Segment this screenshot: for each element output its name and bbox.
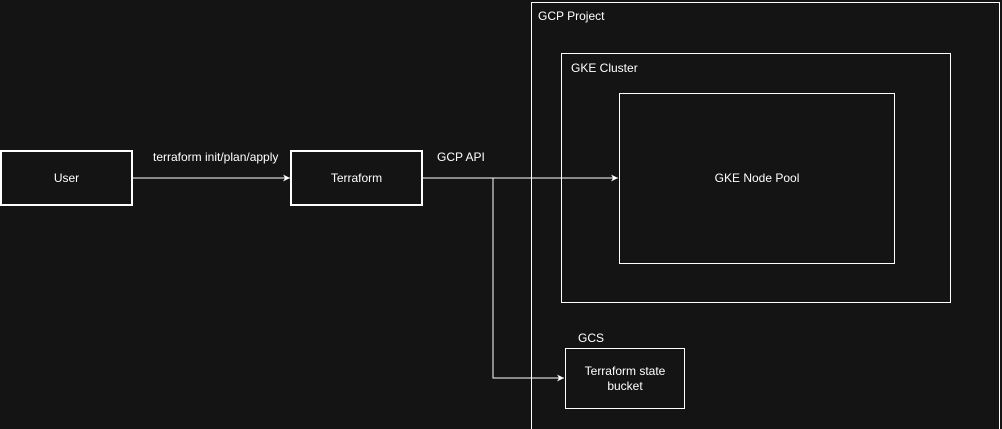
gcs-label: GCS [578,331,605,345]
gke-node-pool-label: GKE Node Pool [714,171,800,185]
user-label: User [53,170,80,185]
terraform-state-bucket-label: Terraform state bucket [584,363,666,393]
gcp-project-group[interactable] [531,2,1000,429]
terraform-node[interactable]: Terraform [290,150,423,206]
edge-terraform-to-state-bucket [492,178,564,382]
user-node[interactable]: User [0,150,133,206]
terraform-state-bucket-node[interactable]: Terraform state bucket [565,348,685,409]
edge-label-gcp-api: GCP API [437,150,485,164]
gcp-project-label: GCP Project [538,9,605,23]
gke-node-pool-node[interactable]: GKE Node Pool [619,93,895,264]
terraform-label: Terraform [330,170,383,185]
gke-cluster-label: GKE Cluster [571,61,638,75]
edge-label-terraform-commands: terraform init/plan/apply [153,150,279,164]
